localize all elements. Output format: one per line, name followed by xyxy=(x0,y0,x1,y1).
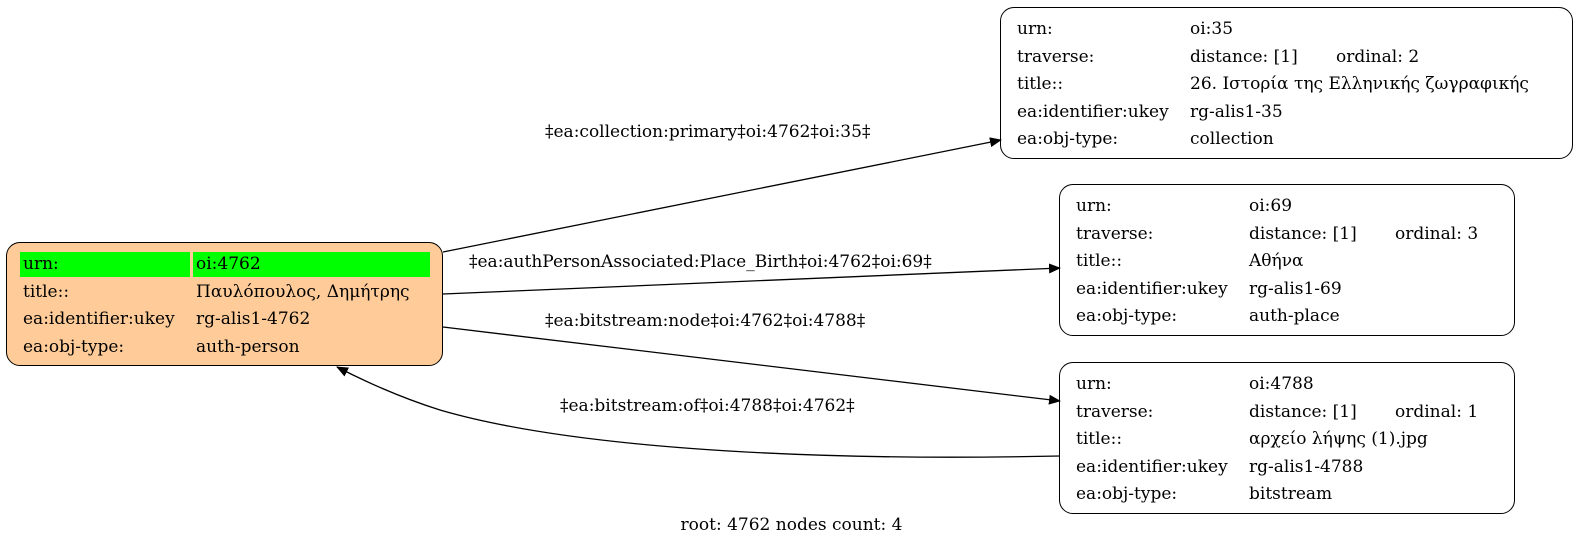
node-title-value: Αθήνα xyxy=(1249,251,1304,272)
node-objtype-value: bitstream xyxy=(1249,484,1333,505)
node-urn-row: urn: oi:69 xyxy=(1076,193,1514,221)
root-node[interactable]: urn: oi:4762 title:: Παυλόπουλος, Δημήτρ… xyxy=(6,242,443,366)
node-ukey-row: ea:identifier:ukey rg-alis1-69 xyxy=(1076,276,1514,304)
node-traverse-key: traverse: xyxy=(1076,223,1154,244)
node-title-key: title:: xyxy=(1076,251,1123,272)
node-ukey-key: ea:identifier:ukey xyxy=(1017,101,1169,122)
edge-bitstream-of xyxy=(336,366,1061,458)
root-objtype-key: ea:obj-type: xyxy=(23,336,125,357)
node-ordinal: ordinal: 3 xyxy=(1395,223,1479,244)
node-objtype-key: ea:obj-type: xyxy=(1076,306,1178,327)
node-bitstream[interactable]: urn: oi:4788 traverse: distance: [1] ord… xyxy=(1059,362,1515,514)
node-ordinal: ordinal: 1 xyxy=(1395,401,1479,422)
node-collection[interactable]: urn: oi:35 traverse: distance: [1] ordin… xyxy=(1000,7,1573,159)
edge-label-collection-primary: ‡ea:collection:primary‡oi:4762‡oi:35‡ xyxy=(545,122,871,142)
node-traverse-key: traverse: xyxy=(1076,401,1154,422)
node-objtype-row: ea:obj-type: bitstream xyxy=(1076,481,1514,509)
root-urn-row: urn: oi:4762 xyxy=(20,251,442,279)
edge-collection-primary xyxy=(442,137,1002,253)
node-place[interactable]: urn: oi:69 traverse: distance: [1] ordin… xyxy=(1059,184,1515,336)
node-title-row: title:: Αθήνα xyxy=(1076,248,1514,276)
node-urn-key: urn: xyxy=(1076,374,1112,394)
node-objtype-key: ea:obj-type: xyxy=(1076,484,1178,505)
root-title-row: title:: Παυλόπουλος, Δημήτρης xyxy=(20,279,442,307)
node-title-row: title:: αρχείο λήψης (1).jpg xyxy=(1076,426,1514,454)
node-ukey-value: rg-alis1-35 xyxy=(1190,101,1283,122)
edge-place-birth xyxy=(442,263,1061,295)
node-objtype-row: ea:obj-type: collection xyxy=(1017,126,1572,154)
node-title-key: title:: xyxy=(1017,74,1064,95)
node-traverse-key: traverse: xyxy=(1017,46,1095,67)
node-traverse-row: traverse: distance: [1] ordinal: 1 xyxy=(1076,399,1514,427)
edge-label-bitstream-of: ‡ea:bitstream:of‡oi:4788‡oi:4762‡ xyxy=(560,396,855,416)
node-objtype-value: auth-place xyxy=(1249,306,1340,327)
node-urn-row: urn: oi:4788 xyxy=(1076,371,1514,399)
edge-label-bitstream-node: ‡ea:bitstream:node‡oi:4762‡oi:4788‡ xyxy=(545,311,866,331)
node-distance: distance: [1] xyxy=(1190,46,1298,67)
root-ukey-key: ea:identifier:ukey xyxy=(23,309,175,330)
node-ukey-value: rg-alis1-69 xyxy=(1249,278,1342,299)
node-urn-key: urn: xyxy=(1076,196,1112,216)
node-ukey-key: ea:identifier:ukey xyxy=(1076,456,1228,477)
root-objtype-value: auth-person xyxy=(196,336,300,357)
node-objtype-row: ea:obj-type: auth-place xyxy=(1076,303,1514,331)
node-urn-value: oi:35 xyxy=(1190,19,1234,39)
node-title-row: title:: 26. Ιστορία της Ελληνικής ζωγραφ… xyxy=(1017,71,1572,99)
root-title-value: Παυλόπουλος, Δημήτρης xyxy=(196,281,410,302)
node-traverse-row: traverse: distance: [1] ordinal: 2 xyxy=(1017,44,1572,72)
node-ordinal: ordinal: 2 xyxy=(1336,46,1420,67)
root-ukey-value: rg-alis1-4762 xyxy=(196,309,311,330)
node-ukey-value: rg-alis1-4788 xyxy=(1249,456,1364,477)
root-urn-key: urn: xyxy=(20,252,190,277)
node-distance: distance: [1] xyxy=(1249,223,1357,244)
node-ukey-row: ea:identifier:ukey rg-alis1-4788 xyxy=(1076,454,1514,482)
node-urn-value: oi:4788 xyxy=(1249,374,1314,394)
root-urn-value: oi:4762 xyxy=(193,252,430,277)
node-urn-value: oi:69 xyxy=(1249,196,1293,216)
node-distance: distance: [1] xyxy=(1249,401,1357,422)
root-objtype-row: ea:obj-type: auth-person xyxy=(20,334,442,362)
edge-bitstream-node xyxy=(442,326,1061,405)
node-objtype-key: ea:obj-type: xyxy=(1017,129,1119,150)
node-ukey-row: ea:identifier:ukey rg-alis1-35 xyxy=(1017,99,1572,127)
node-title-value: 26. Ιστορία της Ελληνικής ζωγραφικής xyxy=(1190,74,1529,95)
node-urn-row: urn: oi:35 xyxy=(1017,16,1572,44)
root-title-key: title:: xyxy=(23,281,70,302)
edge-label-place-birth: ‡ea:authPersonAssociated:Place_Birth‡oi:… xyxy=(469,252,932,272)
node-objtype-value: collection xyxy=(1190,129,1274,150)
node-title-value: αρχείο λήψης (1).jpg xyxy=(1249,429,1428,450)
node-traverse-row: traverse: distance: [1] ordinal: 3 xyxy=(1076,221,1514,249)
node-title-key: title:: xyxy=(1076,429,1123,450)
node-urn-key: urn: xyxy=(1017,19,1053,39)
graph-footer: root: 4762 nodes count: 4 xyxy=(680,515,903,535)
root-ukey-row: ea:identifier:ukey rg-alis1-4762 xyxy=(20,306,442,334)
node-ukey-key: ea:identifier:ukey xyxy=(1076,278,1228,299)
